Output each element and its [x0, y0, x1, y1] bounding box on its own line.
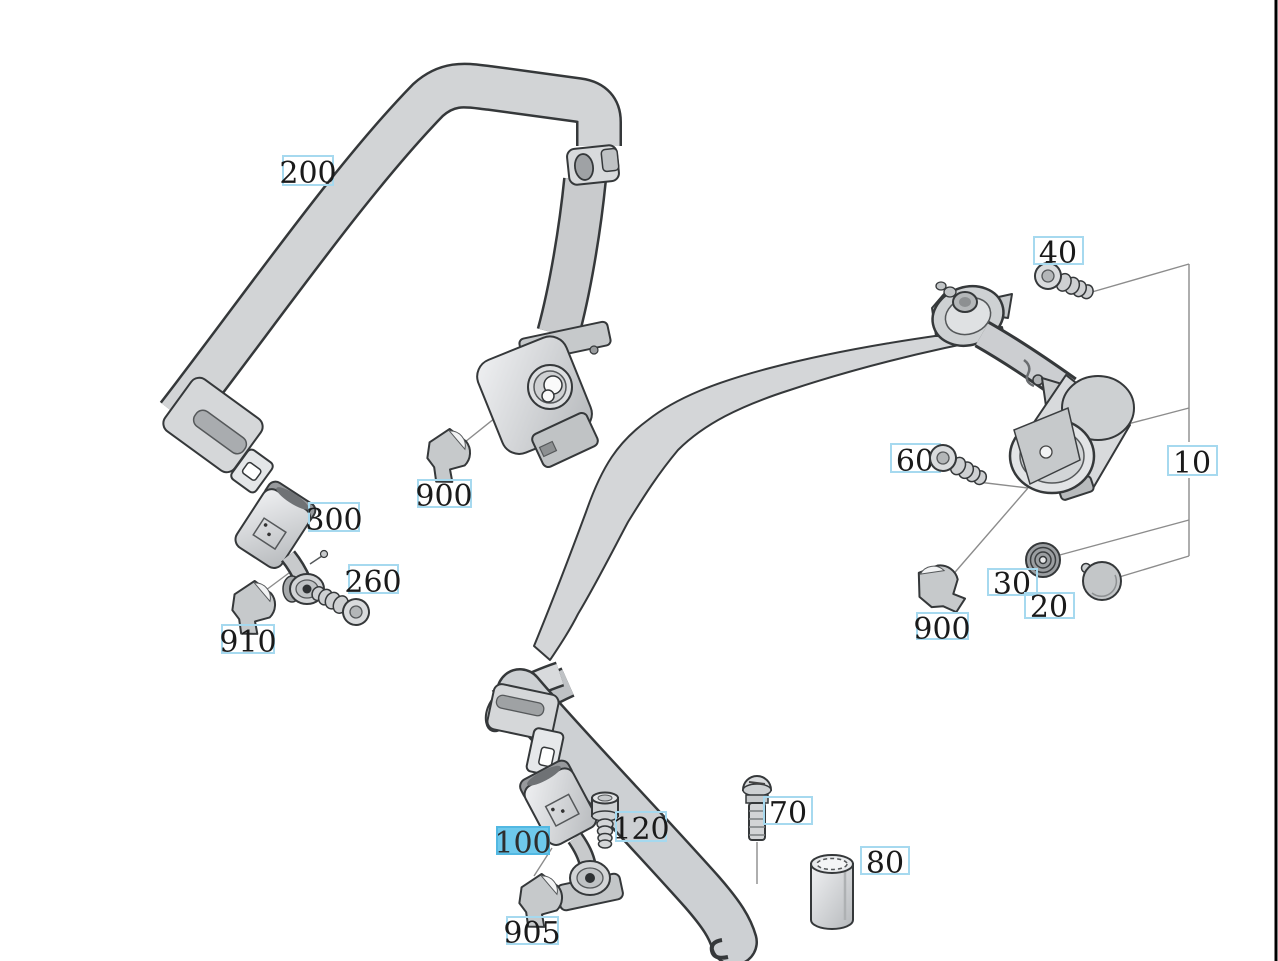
callout-box[interactable]: [308, 502, 360, 532]
callout-box[interactable]: [1024, 592, 1075, 619]
screw-120: [591, 791, 619, 849]
spacer-sleeve-80: [810, 854, 854, 930]
callout-40[interactable]: 40: [1033, 236, 1084, 271]
callout-label[interactable]: 910: [219, 625, 276, 660]
shoulder-belt-webbing-right: [533, 326, 1005, 661]
callout-910[interactable]: 910: [219, 624, 277, 660]
callout-box[interactable]: [916, 612, 969, 640]
callout-300[interactable]: 300: [305, 502, 363, 538]
belt-retractor-left: [476, 320, 612, 469]
buckle-300: [234, 480, 329, 605]
callout-box[interactable]: [1167, 445, 1218, 476]
callout-label[interactable]: 60: [896, 444, 934, 479]
left-belt-assembly: [159, 62, 622, 635]
callout-label[interactable]: 200: [279, 156, 336, 191]
callout-80[interactable]: 80: [860, 846, 910, 881]
pivot-mount: [931, 281, 1013, 347]
buckle-100: [519, 759, 624, 912]
callout-box[interactable]: [615, 811, 667, 842]
callout-box[interactable]: [987, 568, 1038, 596]
right-belt-assembly: [917, 262, 1135, 614]
callout-20[interactable]: 20: [1024, 590, 1075, 625]
callout-box-highlighted[interactable]: [496, 826, 550, 855]
latch-tongue-left: [162, 376, 274, 494]
callout-box[interactable]: [282, 155, 334, 186]
callout-100-selected[interactable]: 100: [494, 826, 552, 861]
screw-40: [1034, 262, 1094, 300]
callout-900-right[interactable]: 900: [913, 612, 971, 647]
callout-box[interactable]: [1033, 236, 1084, 265]
callout-box[interactable]: [506, 916, 559, 945]
cover-cap-20: [1080, 561, 1122, 601]
callout-900-left[interactable]: 900: [415, 479, 473, 514]
callout-label[interactable]: 905: [503, 916, 560, 951]
retaining-clip-905: [518, 872, 564, 928]
callout-label[interactable]: 900: [415, 479, 472, 514]
belt-end-hook: [709, 938, 729, 960]
callout-60[interactable]: 60: [890, 443, 941, 479]
washer-grommet-30: [1025, 542, 1061, 578]
callout-label[interactable]: 900: [913, 612, 970, 647]
callout-label[interactable]: 40: [1039, 236, 1077, 271]
callout-box[interactable]: [221, 624, 275, 654]
callout-905[interactable]: 905: [503, 916, 561, 951]
lap-belt-assembly: [484, 326, 1005, 961]
callout-box[interactable]: [860, 846, 910, 875]
callout-label[interactable]: 70: [769, 796, 807, 831]
callout-box[interactable]: [417, 479, 472, 508]
callout-box[interactable]: [763, 796, 813, 825]
callout-260[interactable]: 260: [344, 564, 402, 600]
callout-label[interactable]: 260: [344, 565, 401, 600]
callout-label[interactable]: 20: [1030, 590, 1068, 625]
screw-60: [929, 444, 988, 486]
callout-10[interactable]: 10: [1167, 445, 1218, 481]
callout-label[interactable]: 10: [1173, 446, 1211, 481]
belt-guide-loop: [566, 144, 620, 186]
torx-screw-260: [311, 586, 370, 626]
callout-label[interactable]: 300: [305, 503, 362, 538]
callout-120[interactable]: 120: [612, 811, 670, 847]
callout-label[interactable]: 100: [494, 826, 551, 861]
shoulder-belt-webbing-left: [159, 62, 622, 431]
callouts: 200 40 10 60 900 300 260 910: [219, 155, 1218, 951]
callout-box[interactable]: [348, 564, 399, 594]
retaining-clip-900-left: [426, 427, 472, 483]
callout-70[interactable]: 70: [763, 796, 813, 831]
retaining-clip-910: [231, 579, 277, 635]
callout-200[interactable]: 200: [279, 155, 337, 191]
latch-tongue-middle: [486, 683, 565, 777]
retaining-clip-900-right: [917, 564, 967, 614]
callout-label[interactable]: 120: [612, 812, 669, 847]
callout-label[interactable]: 80: [866, 846, 904, 881]
screw-70: [741, 775, 773, 841]
belt-retractor-right: [1008, 374, 1135, 501]
